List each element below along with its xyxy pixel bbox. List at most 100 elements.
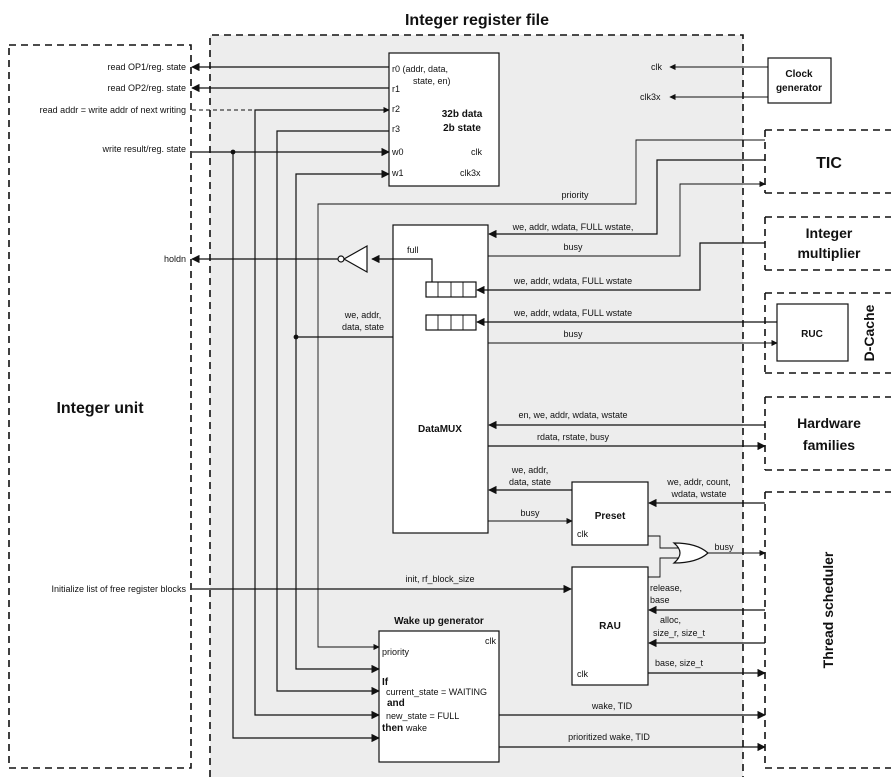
regfile-border <box>209 34 744 777</box>
mul-write-wire <box>476 242 765 295</box>
ruc-busy-label: busy <box>563 329 583 339</box>
inverter-bubble <box>337 255 345 263</box>
preset-clk: clk <box>577 529 588 539</box>
rau-block <box>571 566 649 686</box>
regfile-clk: clk <box>471 147 482 157</box>
clock-generator-label-1: Clock <box>785 69 813 80</box>
preset-in-label-2: wdata, wstate <box>670 489 726 499</box>
port-r0-cont: state, en) <box>413 76 451 86</box>
alloc-label-1: alloc, <box>660 615 681 625</box>
clk3x-label: clk3x <box>640 92 661 102</box>
regfile-data-width: 32b data <box>442 109 483 120</box>
priority-wire <box>317 139 765 651</box>
preset-block <box>571 481 649 546</box>
w1-input-wire <box>295 169 390 337</box>
dcache-block <box>764 292 891 374</box>
hardware-families-label-1: Hardware <box>797 415 861 431</box>
rau-clk: clk <box>577 669 588 679</box>
preset-out-label-2: data, state <box>509 477 551 487</box>
write-result-label: write result/reg. state <box>101 144 186 154</box>
alloc-label-2: size_r, size_t <box>653 628 706 638</box>
full-wire <box>371 254 433 282</box>
write-bus-junction <box>293 334 299 340</box>
full-label: full <box>407 245 419 255</box>
hardware-families-block <box>764 396 891 471</box>
integer-unit-block <box>8 44 192 769</box>
preset-busy-to-or <box>648 535 679 549</box>
regfile-state-width: 2b state <box>443 123 481 134</box>
init-list-label: Initialize list of free register blocks <box>51 584 186 594</box>
tic-busy-label: busy <box>563 242 583 252</box>
wakeup-priority: priority <box>382 647 410 657</box>
rau-busy-to-or <box>648 557 679 578</box>
thread-scheduler-block <box>764 491 891 769</box>
mul-write-label: we, addr, wdata, FULL wstate <box>513 276 632 286</box>
port-w1: w1 <box>391 168 404 178</box>
port-w0: w0 <box>391 147 404 157</box>
wake-label: wake, TID <box>591 701 633 711</box>
tic-write-wire <box>488 159 765 239</box>
prio-wake-label: prioritized wake, TID <box>568 732 650 742</box>
clock-generator-block <box>767 57 832 104</box>
release-label-2: base <box>650 595 670 605</box>
port-r3: r3 <box>392 124 400 134</box>
priority-label: priority <box>561 190 589 200</box>
r3-bus-to-wakeup <box>276 130 389 696</box>
regfile-clk3x: clk3x <box>460 168 481 178</box>
ruc-block <box>776 303 849 362</box>
regfile-title: Integer register file <box>405 12 549 29</box>
wakeup-cond2: new_state = FULL <box>386 711 459 721</box>
port-r2: r2 <box>392 104 400 114</box>
w0-bus-to-wakeup <box>232 152 380 743</box>
integer-multiplier-label-1: Integer <box>806 225 853 241</box>
dcache-label: D-Cache <box>861 304 877 361</box>
preset-in-label-1: we, addr, count, <box>666 477 731 487</box>
clock-generator-label-2: generator <box>776 83 822 94</box>
wakeup-wake: wake <box>405 723 427 733</box>
hw-in-label: en, we, addr, wdata, wstate <box>518 410 627 420</box>
hw-out-label: rdata, rstate, busy <box>537 432 610 442</box>
preset-label: Preset <box>595 511 626 522</box>
rf-we-label-2: data, state <box>342 322 384 332</box>
preset-busy-label: busy <box>520 508 540 518</box>
tic-busy-wire <box>488 180 766 257</box>
release-label-1: release, <box>650 583 682 593</box>
holdn-label: holdn <box>164 254 186 264</box>
datamux-block <box>392 224 489 534</box>
read-op1-label: read OP1/reg. state <box>107 62 186 72</box>
base-size-label: base, size_t <box>655 658 704 668</box>
datamux-write-bus <box>295 336 393 674</box>
thread-scheduler-label: Thread scheduler <box>820 551 836 668</box>
rau-label: RAU <box>599 621 621 632</box>
read-addr-label: read addr = write addr of next writing <box>40 105 186 115</box>
integer-multiplier-label-2: multiplier <box>797 245 861 261</box>
preset-out-label-1: we, addr, <box>511 465 549 475</box>
read-op2-label: read OP2/reg. state <box>107 83 186 93</box>
tic-write-label: we, addr, wdata, FULL wstate, <box>512 222 634 232</box>
datamux-label: DataMUX <box>418 424 462 435</box>
or-gate <box>672 542 709 564</box>
init-label: init, rf_block_size <box>405 574 474 584</box>
port-r0: r0 (addr, data, <box>392 64 448 74</box>
clk-label: clk <box>651 62 662 72</box>
wakeup-then: then <box>382 723 403 734</box>
inverter-gate <box>342 244 368 274</box>
ruc-write-label: we, addr, wdata, FULL wstate <box>513 308 632 318</box>
wakeup-clk: clk <box>485 636 496 646</box>
rf-we-label-1: we, addr, <box>344 310 382 320</box>
wakeup-and: and <box>387 698 405 709</box>
integer-unit-label: Integer unit <box>56 400 144 417</box>
or-busy-label: busy <box>714 542 734 552</box>
fifo-buffer-top <box>425 281 477 298</box>
wakeup-generator-title: Wake up generator <box>394 616 484 627</box>
wakeup-generator-block <box>378 630 500 763</box>
wakeup-if: If <box>382 677 389 688</box>
r2-bus-to-wakeup <box>254 109 389 720</box>
tic-label: TIC <box>816 155 842 172</box>
ruc-label: RUC <box>801 329 823 340</box>
hardware-families-label-2: families <box>803 437 855 453</box>
wakeup-cond1: current_state = WAITING <box>386 687 487 697</box>
register-storage-block <box>388 52 500 187</box>
